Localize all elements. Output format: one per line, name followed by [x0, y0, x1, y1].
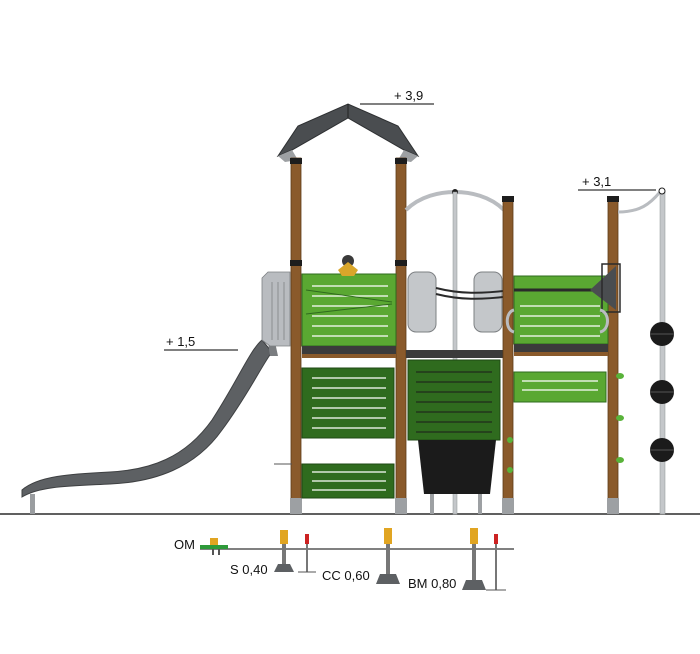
height-marker-roof: + 3,9 — [360, 88, 434, 105]
deck-left — [302, 346, 396, 356]
height-label-right: + 3,1 — [582, 174, 611, 189]
upper-panel-left — [301, 273, 397, 347]
right-tower — [502, 187, 674, 515]
lower-panel-left — [301, 367, 395, 439]
foundation-s-label: S 0,40 — [230, 562, 268, 577]
height-marker-right: + 3,1 — [578, 174, 656, 191]
height-marker-slide: + 1,5 — [164, 334, 238, 351]
left-tower — [261, 103, 420, 514]
foundation-om-label: OM — [174, 537, 195, 552]
slide — [21, 339, 278, 514]
foundation-cc-label: CC 0,60 — [322, 568, 370, 583]
climber-balls — [650, 322, 674, 462]
height-label-slide: + 1,5 — [166, 334, 195, 349]
upper-panel-right — [513, 275, 609, 345]
lower-panel-right — [513, 371, 607, 403]
left-post-a — [290, 157, 302, 501]
periscope-icon — [342, 255, 354, 267]
left-post-b — [395, 157, 407, 501]
foundation-bm-label: BM 0,80 — [408, 576, 456, 591]
height-label-roof: + 3,9 — [394, 88, 423, 103]
foundation-legend: OM S 0,40 CC 0,60 BM 0,80 — [174, 528, 514, 591]
right-post-a — [502, 197, 514, 501]
right-post-b — [607, 197, 619, 501]
climbing-holds — [507, 373, 624, 473]
bridge-section — [404, 189, 513, 515]
climbing-pole — [659, 191, 666, 515]
